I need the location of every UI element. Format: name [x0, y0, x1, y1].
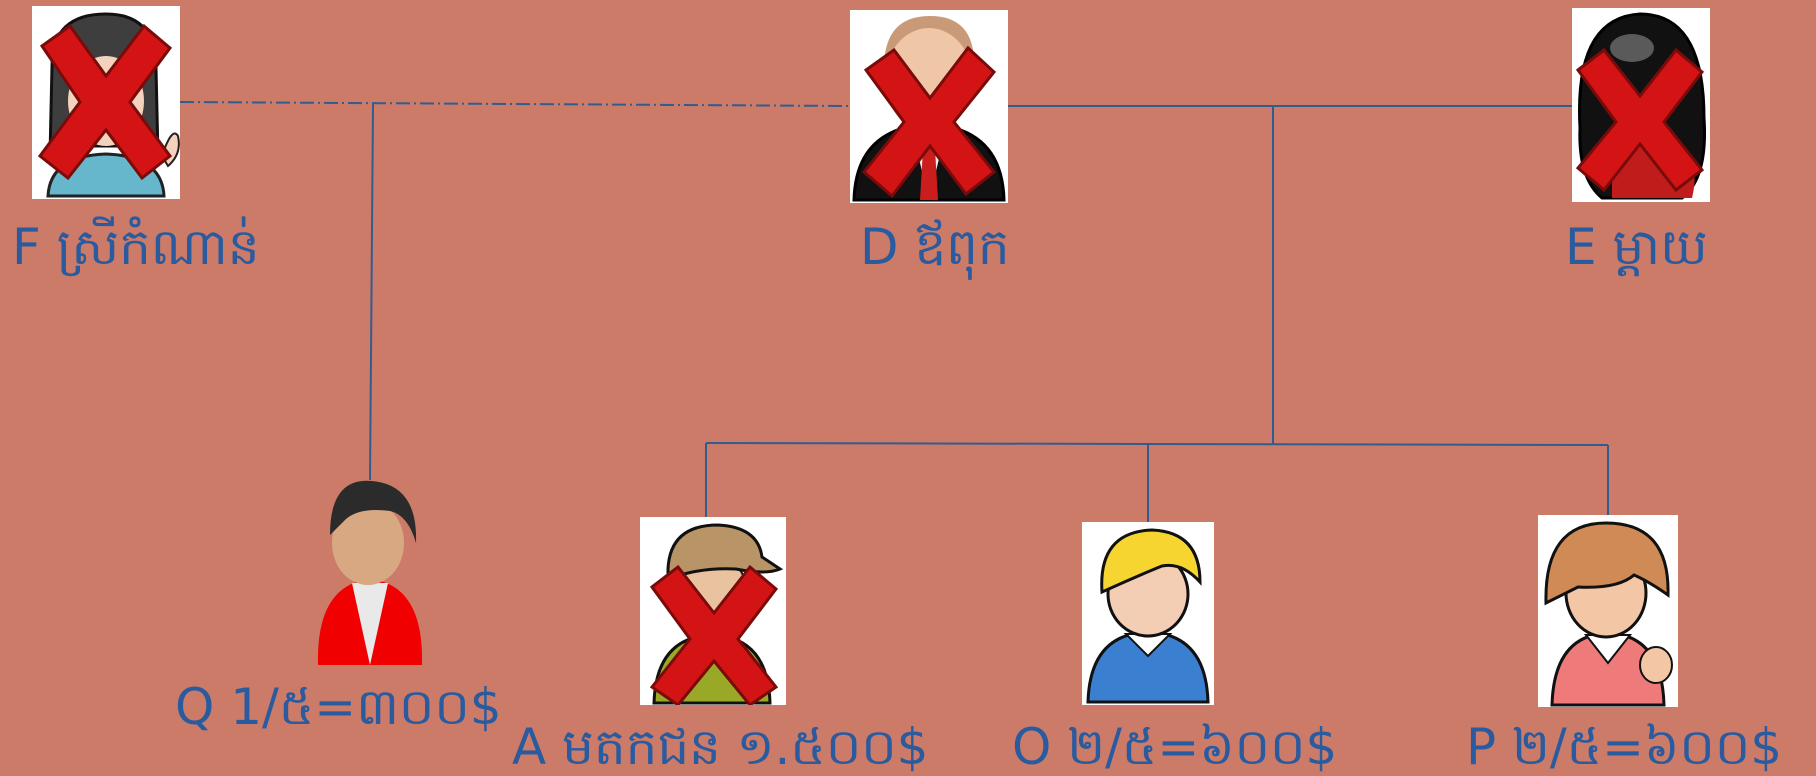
girl-brown-hair-avatar-icon: [1544, 521, 1673, 707]
person-p-label: P ២/៥=៦០០$: [1466, 718, 1783, 776]
person-f-card: [32, 6, 180, 199]
person-f-label: F ស្រីកំណាន់: [12, 218, 260, 276]
deceased-cross-icon: [1575, 47, 1705, 193]
line-f-d-to-q: [369, 103, 374, 481]
person-o-card: [1082, 522, 1214, 705]
partner-line-f-d: [179, 101, 851, 107]
person-e-label: E ម្ដាយ: [1565, 218, 1708, 276]
person-p-card: [1538, 515, 1678, 707]
boy-blond-avatar-icon: [1086, 528, 1210, 704]
person-a-card: [640, 517, 786, 705]
deceased-cross-icon: [37, 23, 173, 181]
person-a-label: A មតកជន ១.៥០០$: [512, 718, 929, 776]
person-q-label: Q 1/៥=៣០០$: [175, 678, 502, 736]
person-o-label: O ២/៥=៦០០$: [1012, 718, 1338, 776]
person-q-card: [290, 475, 450, 675]
person-d-label: D ឪពុក: [860, 218, 1010, 276]
person-d-card: [850, 10, 1008, 203]
man-red-jacket-avatar-icon: [317, 480, 423, 665]
deceased-cross-icon: [861, 45, 997, 199]
children-bar: [705, 442, 1609, 446]
person-e-card: [1572, 8, 1710, 202]
deceased-cross-icon: [649, 564, 779, 705]
